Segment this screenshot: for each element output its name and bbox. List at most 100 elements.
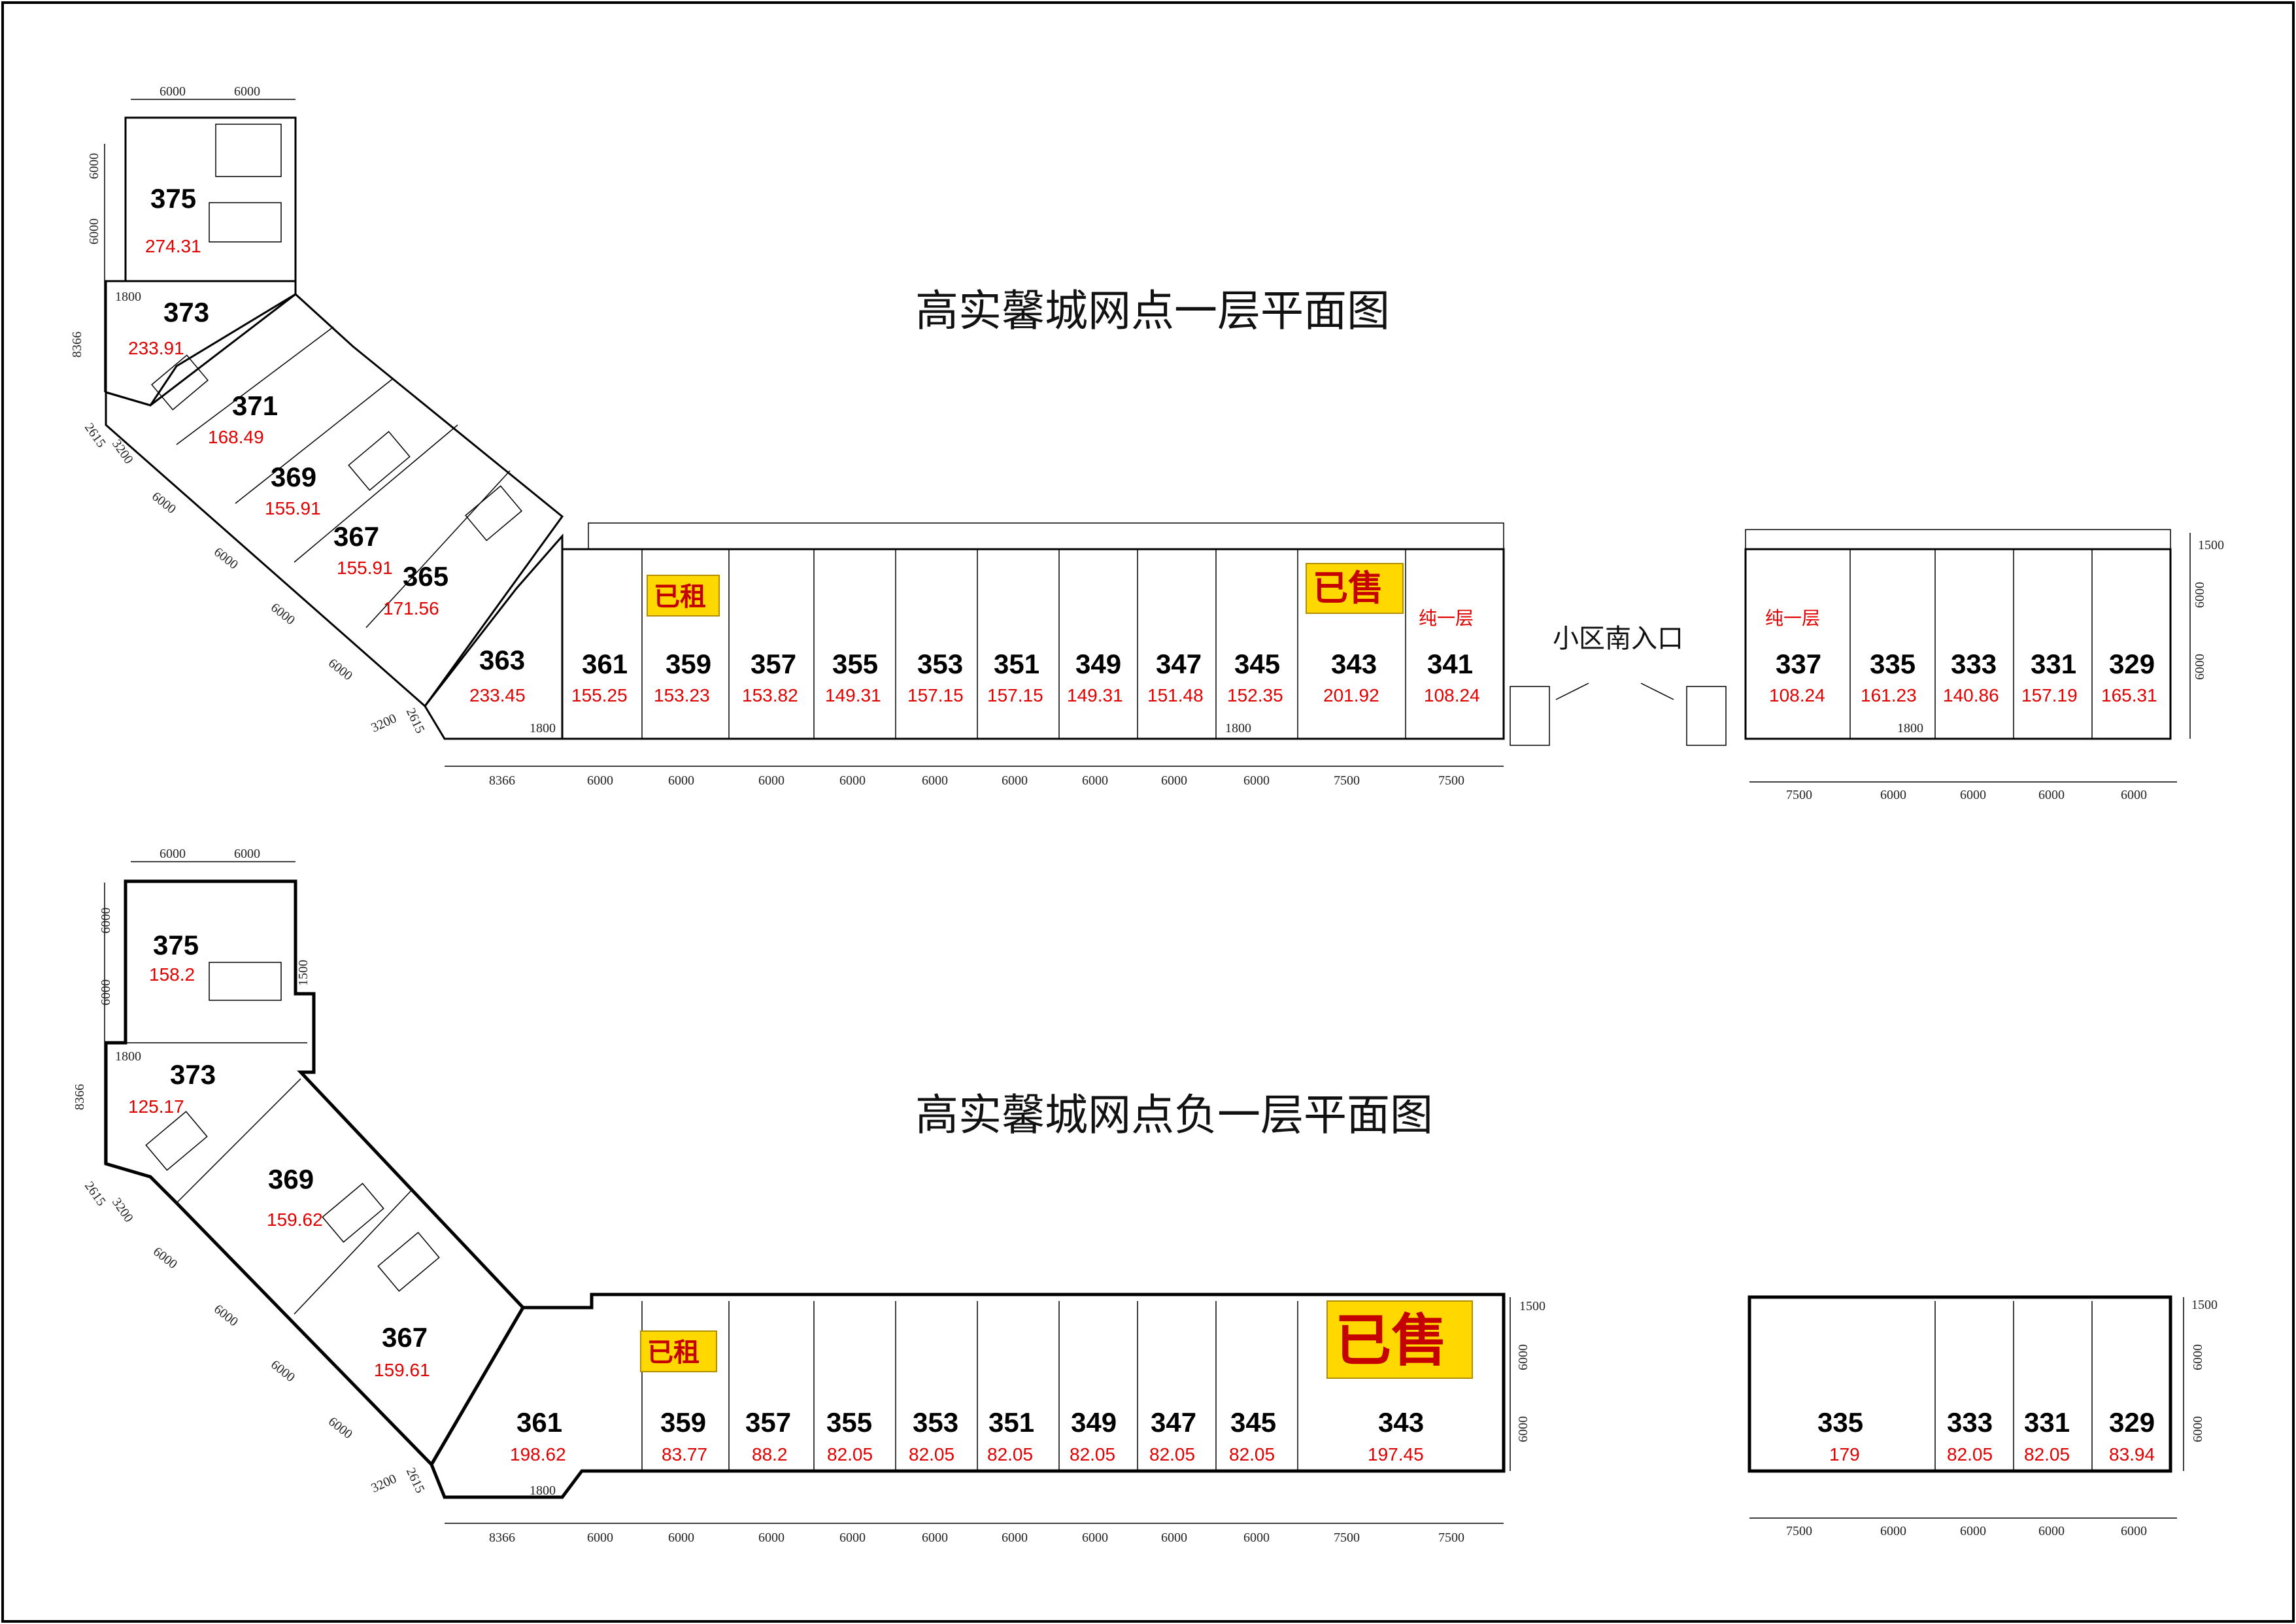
floor1-entrance-arrow-l	[1555, 683, 1589, 700]
unit-area: 158.2	[149, 964, 195, 985]
floor1-unit-labels: 375 274.31 373 233.91 371 168.49 369 155…	[128, 183, 2157, 705]
floor2-sold-stamp: 已售	[1326, 1300, 1473, 1379]
unit-number: 363	[479, 645, 525, 675]
floor2-stair-373	[145, 1111, 208, 1171]
floor1-stair-375	[209, 202, 282, 243]
floor2-stair-367	[377, 1232, 440, 1292]
dim-label: 6000	[1002, 1531, 1028, 1545]
unit-area: 233.45	[469, 685, 526, 705]
unit-number: 369	[268, 1164, 314, 1194]
floor1-single-floor-341: 纯一层	[1419, 607, 1474, 629]
unit-number: 331	[2024, 1407, 2070, 1438]
unit-number: 347	[1151, 1407, 1196, 1438]
dim-label: 7500	[1786, 1524, 1812, 1538]
floor2-plan: 高实馨城网点负一层平面图 已租	[73, 847, 2218, 1545]
floor1-single-floor-337: 纯一层	[1765, 607, 1820, 629]
floor1-diag-div2	[235, 379, 393, 504]
floor1-stair-365	[465, 485, 522, 541]
unit-number: 369	[271, 462, 316, 492]
floor2-row-dividers	[641, 1301, 1298, 1471]
floor1-entrance-label: 小区南入口	[1553, 624, 1683, 654]
dim-label: 6000	[2193, 582, 2207, 608]
dim-label: 7500	[1334, 1531, 1360, 1545]
dim-label: 6000	[99, 979, 113, 1006]
dim-label: 1800	[530, 721, 556, 736]
dim-label: 6000	[2121, 788, 2147, 802]
unit-area: 149.31	[825, 685, 881, 705]
unit-area: 82.05	[1070, 1444, 1115, 1464]
unit-area: 159.61	[374, 1360, 430, 1380]
unit-number: 345	[1230, 1407, 1276, 1438]
unit-area: 82.05	[1229, 1444, 1275, 1464]
dim-label: 1500	[296, 960, 311, 986]
dim-label: 6000	[1880, 1524, 1906, 1538]
dim-label: 6000	[1516, 1416, 1530, 1442]
floor1-row-dividers	[641, 549, 1406, 739]
dim-label: 6000	[922, 773, 948, 788]
unit-area: 157.19	[2021, 685, 2078, 705]
unit-area: 233.91	[128, 338, 184, 358]
dim-label: 6000	[160, 847, 186, 861]
dim-label: 1800	[1897, 721, 1923, 736]
floor2-rent-label: 已租	[647, 1338, 700, 1368]
dim-label: 6000	[160, 84, 186, 99]
dim-label: 7500	[1334, 773, 1360, 788]
dim-label: 8366	[70, 331, 84, 358]
dim-label: 6000	[1161, 1531, 1187, 1545]
unit-area: 108.24	[1769, 685, 1825, 705]
unit-area: 165.31	[2101, 685, 2157, 705]
unit-number: 345	[1234, 649, 1280, 679]
unit-area: 155.25	[571, 685, 628, 705]
unit-number: 349	[1071, 1407, 1117, 1438]
dim-label: 1500	[2198, 538, 2224, 552]
unit-number: 353	[917, 649, 963, 679]
dim-label: 6000	[1516, 1344, 1530, 1370]
unit-area: 82.05	[1149, 1444, 1195, 1464]
unit-number: 349	[1075, 649, 1121, 679]
unit-number: 351	[988, 1407, 1034, 1438]
unit-area: 153.82	[742, 685, 798, 705]
unit-area: 151.48	[1147, 685, 1204, 705]
floor1-title: 高实馨城网点一层平面图	[915, 286, 1390, 336]
dim-label: 6000	[758, 1531, 785, 1545]
unit-number: 347	[1156, 649, 1202, 679]
unit-area: 82.05	[909, 1444, 954, 1464]
dim-label: 7500	[1438, 1531, 1464, 1545]
unit-area: 155.91	[337, 558, 393, 578]
dim-label: 1500	[2191, 1298, 2218, 1312]
unit-area: 82.05	[1947, 1444, 1993, 1464]
dim-label: 6000	[2191, 1344, 2205, 1370]
unit-number: 333	[1951, 649, 1997, 679]
unit-number: 343	[1331, 649, 1377, 679]
unit-area: 197.45	[1368, 1444, 1424, 1464]
dim-label: 1800	[530, 1483, 556, 1498]
dim-label: 6000	[2191, 1416, 2205, 1442]
floor1-gate-left	[1510, 686, 1550, 746]
floor2-div-369-367	[294, 1189, 413, 1315]
unit-number: 359	[666, 649, 711, 679]
dim-label: 6000	[1082, 1531, 1108, 1545]
unit-number: 341	[1427, 649, 1473, 679]
dim-label: 6000	[668, 773, 694, 788]
unit-area: 171.56	[383, 598, 439, 618]
unit-number: 367	[382, 1322, 428, 1353]
dim-label: 6000	[87, 153, 101, 179]
floor1-sold-stamp: 已售	[1306, 563, 1404, 614]
unit-area: 125.17	[128, 1096, 184, 1117]
dim-label: 6000	[1161, 773, 1187, 788]
dim-label: 7500	[1786, 788, 1812, 802]
dim-label: 1800	[1225, 721, 1251, 736]
unit-area: 153.23	[654, 685, 710, 705]
unit-area: 149.31	[1067, 685, 1123, 705]
unit-area: 82.05	[827, 1444, 873, 1464]
unit-number: 373	[163, 297, 209, 328]
floor1-diag-div1	[176, 326, 334, 445]
unit-area: 82.05	[987, 1444, 1033, 1464]
unit-number: 335	[1870, 649, 1916, 679]
unit-number: 361	[516, 1407, 562, 1438]
unit-number: 353	[913, 1407, 958, 1438]
unit-number: 355	[832, 649, 878, 679]
dim-label: 6000	[758, 773, 785, 788]
dim-label: 6000	[234, 84, 260, 99]
